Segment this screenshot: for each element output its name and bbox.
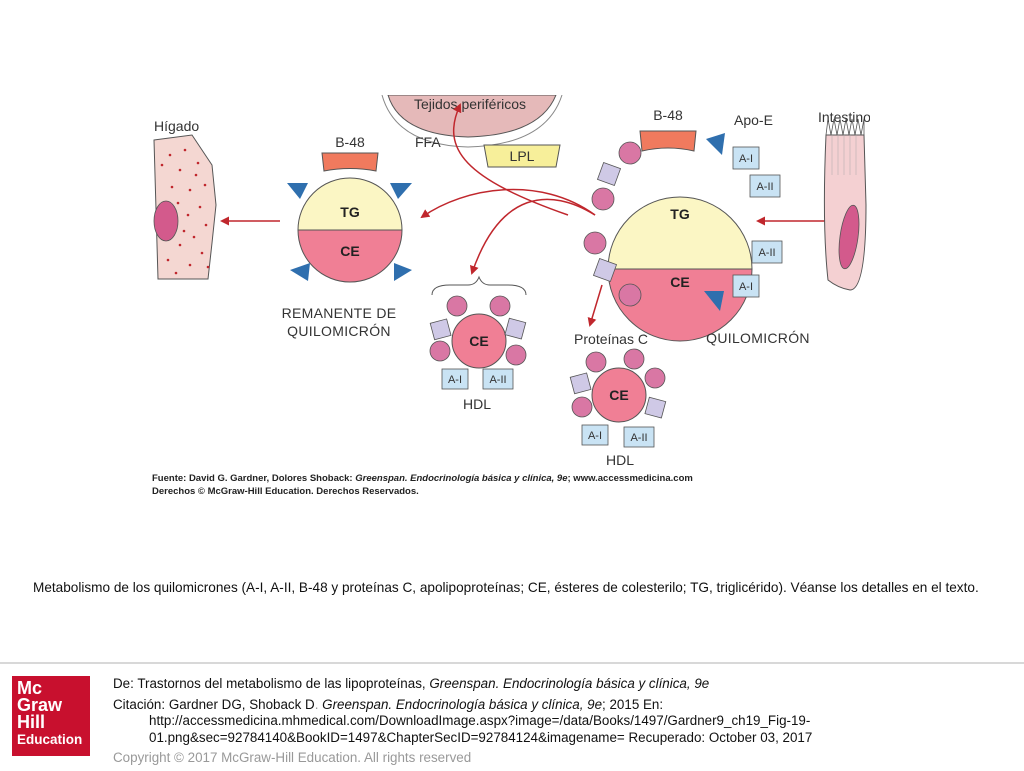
apo-e-triangle	[706, 133, 725, 155]
apo-c-circle	[618, 141, 642, 165]
apo-a1-label: A-I	[739, 281, 753, 293]
b48-label-remnant: B-48	[335, 134, 365, 150]
logo-line2: Graw	[17, 695, 63, 715]
apo-a2-tag	[751, 240, 783, 264]
lpl-label: LPL	[510, 148, 535, 164]
lpl-enzyme	[483, 144, 561, 168]
apo-e-triangle	[390, 183, 412, 199]
liver-label: Hígado	[154, 118, 199, 134]
hdl-particle-2	[569, 348, 667, 448]
apo-c-circle	[591, 187, 615, 211]
hdl-brace	[431, 275, 527, 296]
peripheral-tissue	[381, 95, 563, 148]
cite-suffix: ; 2015 En: http://accessmedicina.mhmedic…	[149, 696, 813, 745]
apo-c-circle	[583, 231, 607, 255]
hdl2-label: HDL	[606, 452, 634, 468]
intestine-label: Intestino	[818, 109, 870, 125]
chylomicron-metabolism-diagram: Hígado Tejidos periféricos LPL FFA B-48 …	[153, 95, 870, 468]
apo-a1-tag	[732, 146, 760, 170]
apo-a1-label: A-I	[739, 153, 753, 165]
ffa-label: FFA	[415, 134, 441, 150]
chylomicron	[583, 130, 783, 342]
from-title: Greenspan. Endocrinología básica y clíni…	[429, 676, 710, 691]
apo-a1-tag	[732, 274, 760, 298]
apo-e-triangle	[290, 263, 310, 281]
protein-c-label: Proteínas C	[574, 331, 648, 347]
apo-e-triangle	[287, 183, 308, 199]
apo-a2-tag	[749, 174, 781, 198]
logo-line4: Education	[17, 732, 83, 747]
hdl1-label: HDL	[463, 396, 491, 412]
from-prefix: De: Trastornos del metabolismo de las li…	[113, 676, 430, 691]
chylomicron-to-hdl-arrow	[470, 198, 596, 275]
chylomicron-remnant	[287, 152, 412, 283]
remnant-label-line2: QUILOMICRÓN	[287, 323, 391, 339]
apo-a2-label: A-II	[756, 181, 773, 193]
apo-b48-chylomicron	[639, 130, 697, 152]
logo-line1: Mc	[17, 678, 43, 698]
mcgraw-hill-logo: Mc Graw Hill Education	[12, 676, 90, 756]
ce-label-remnant: CE	[340, 243, 359, 259]
figure-source: Fuente: David G. Gardner, Dolores Shobac…	[152, 472, 852, 498]
apo-b48-remnant	[321, 152, 379, 172]
apo-a1-label: A-I	[588, 430, 602, 442]
citation-block: De: Trastornos del metabolismo de las li…	[113, 676, 863, 771]
apo-a2-label: A-II	[630, 432, 647, 444]
ce-label-hdl1: CE	[469, 333, 488, 349]
apo-e-label: Apo-E	[734, 112, 773, 128]
peripheral-tissue-label: Tejidos periféricos	[414, 96, 526, 112]
ce-label-hdl2: CE	[609, 387, 628, 403]
apo-a1-label: A-I	[448, 374, 462, 386]
cite-title: Greenspan. Endocrinología básica y clíni…	[322, 696, 603, 712]
protein-c-exchange-arrow	[587, 284, 603, 327]
apo-a2-label: A-II	[758, 247, 775, 259]
source-title: Greenspan. Endocrinología básica y clíni…	[355, 473, 568, 484]
intestine-cell	[823, 118, 867, 291]
b48-label-chylomicron: B-48	[653, 107, 683, 123]
apo-c-circle	[618, 283, 642, 307]
liver	[153, 134, 217, 280]
apo-e-triangle	[394, 263, 412, 281]
cite-separator: .	[314, 696, 323, 712]
source-suffix: ; www.accessmedicina.com	[567, 473, 693, 484]
apo-a2-label: A-II	[489, 374, 506, 386]
hdl-particle-1	[429, 295, 527, 390]
apo-square	[596, 161, 622, 187]
ffa-to-tissue-arrow	[452, 103, 569, 216]
copyright: Copyright © 2017 McGraw-Hill Education. …	[113, 750, 472, 765]
source-prefix: Fuente: David G. Gardner, Dolores Shobac…	[152, 473, 356, 484]
tg-label-chylomicron: TG	[670, 206, 690, 222]
apo-square	[592, 257, 618, 283]
figure-caption: Metabolismo de los quilomicrones (A-I, A…	[33, 580, 979, 595]
ce-label-chylomicron: CE	[670, 274, 689, 290]
chylomicron-label: QUILOMICRÓN	[706, 330, 810, 346]
logo-line3: Hill	[17, 712, 46, 732]
source-rights: Derechos © McGraw-Hill Education. Derech…	[152, 486, 419, 497]
citation-text: Citación: Gardner DG, Shoback D. Greensp…	[113, 697, 863, 747]
chylomicron-to-remnant-arrow	[420, 188, 596, 219]
remnant-label-line1: REMANENTE DE	[282, 305, 397, 321]
tg-label-remnant: TG	[340, 204, 360, 220]
divider	[0, 662, 1024, 664]
cite-prefix: Citación: Gardner DG, Shoback D	[113, 696, 315, 712]
citation-from: De: Trastornos del metabolismo de las li…	[113, 676, 863, 693]
apo-e-triangle	[704, 291, 724, 311]
